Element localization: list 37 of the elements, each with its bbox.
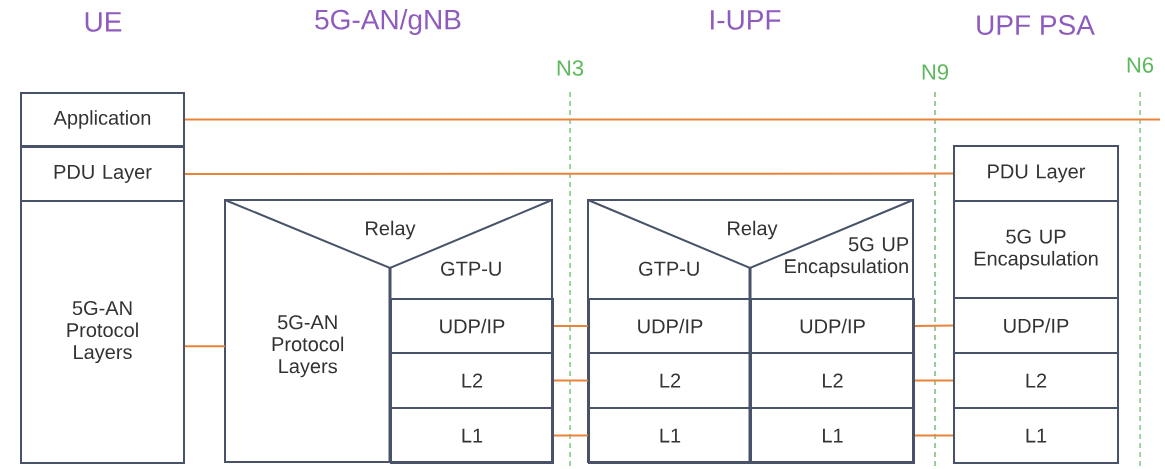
layer-box: L2 [953,352,1119,409]
connection-line [914,324,954,327]
layer-box: L1 [588,407,752,464]
layer-box: PDU Layer [953,145,1119,202]
connection-line [553,434,589,437]
layer-box: L1 [390,407,554,464]
connection-line [553,379,589,382]
layer-text: 5G-AN Protocol Layers [272,315,344,378]
layer-box: UDP/IP [588,298,752,354]
column-heading: 5G-AN/gNB [315,8,461,36]
layer-box: PDU Layer [20,146,185,202]
column-heading: UE [85,12,122,32]
column-heading: UPF PSA [977,15,1095,35]
layer-box: L2 [588,352,752,409]
connection-line [184,345,226,348]
interface-label: N9 [922,64,949,80]
layer-box: UDP/IP [750,298,915,354]
layer-box: UDP/IP [953,297,1119,354]
layer-text: GTP-U [639,261,699,276]
layer-box: L2 [750,352,915,409]
layer-box: UDP/IP [390,298,554,354]
layer-box: 5G UP Encapsulation [953,200,1119,299]
layer-box: L1 [750,407,915,464]
interface-label: N6 [1127,57,1154,73]
connection-line [914,434,954,437]
layer-box: 5G-AN Protocol Layers [20,200,185,464]
connection-line [184,118,1161,121]
column-heading: I-UPF [711,10,781,30]
layer-text: GTP-U [441,261,501,276]
layer-box: Application [20,92,185,147]
layer-box: L2 [390,352,554,409]
connection-line [553,325,589,327]
connection-line [914,379,954,382]
connection-line [184,172,954,175]
interface-label: N3 [557,60,584,76]
layer-box: L1 [953,407,1119,464]
layer-text: 5G UP Encapsulation [785,237,909,278]
